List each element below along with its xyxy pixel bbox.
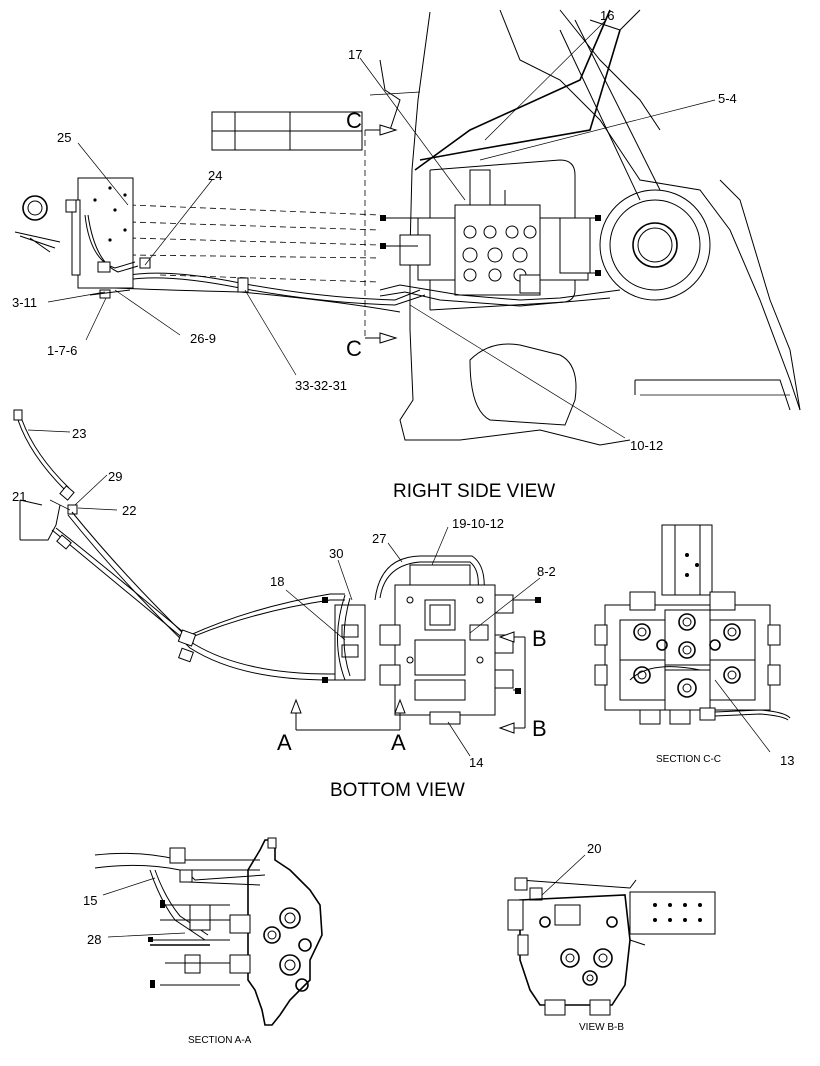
section-aa-cutline: A A — [277, 698, 406, 755]
callout-26-9: 26-9 — [190, 331, 216, 346]
callout-25: 25 — [57, 130, 71, 145]
hose-bundle-right-view — [109, 204, 621, 313]
callout-30: 30 — [329, 546, 343, 561]
callout-28: 28 — [87, 932, 101, 947]
callout-21: 21 — [12, 489, 26, 504]
section-cc: 13 SECTION C-C — [594, 524, 794, 768]
title-section-cc: SECTION C-C — [656, 754, 721, 765]
callout-17: 17 — [348, 47, 362, 62]
title-bottom-view: BOTTOM VIEW — [330, 780, 465, 801]
callout-29: 29 — [108, 469, 122, 484]
title-section-aa: SECTION A-A — [188, 1035, 252, 1046]
bottom-view: A A B B 23 29 21 22 19-10-12 27 30 8-2 — [12, 409, 556, 801]
callout-3-11: 3-11 — [12, 295, 37, 310]
section-letter-b-bottom: B — [532, 716, 547, 741]
section-letter-c-top: C — [346, 108, 362, 133]
title-view-bb: VIEW B-B — [579, 1022, 624, 1033]
callout-18: 18 — [270, 574, 284, 589]
control-valve-bottom-view — [322, 564, 541, 725]
section-cc-cutline: C C — [346, 108, 398, 361]
callout-24: 24 — [208, 168, 222, 183]
callout-1-7-6: 1-7-6 — [47, 343, 77, 358]
callout-19-10-12: 19-10-12 — [452, 516, 504, 531]
callout-20: 20 — [587, 841, 601, 856]
right-side-view: C C 16 17 5-4 25 24 3-11 26-9 1-7-6 33-3… — [12, 8, 801, 502]
section-bb-cutline: B B — [498, 626, 547, 741]
control-valve-right-view — [380, 169, 601, 296]
section-aa: 15 28 SECTION A-A — [83, 837, 323, 1046]
section-letter-a-right: A — [391, 730, 406, 755]
callout-8-2: 8-2 — [537, 564, 556, 579]
callout-27: 27 — [372, 531, 386, 546]
callout-5-4: 5-4 — [718, 91, 737, 106]
callout-22: 22 — [122, 503, 136, 518]
title-right-side-view: RIGHT SIDE VIEW — [393, 481, 555, 502]
callout-13: 13 — [780, 753, 794, 768]
section-letter-c-bottom: C — [346, 336, 362, 361]
callout-23: 23 — [72, 426, 86, 441]
control-panel-left — [14, 177, 139, 299]
callout-15: 15 — [83, 893, 97, 908]
section-letter-b-top: B — [532, 626, 547, 651]
callout-10-12: 10-12 — [630, 438, 663, 453]
callout-14: 14 — [469, 755, 483, 770]
section-letter-a-left: A — [277, 730, 292, 755]
view-bb: 20 VIEW B-B — [507, 841, 716, 1033]
callout-16: 16 — [600, 8, 614, 23]
callout-33-32-31: 33-32-31 — [295, 378, 347, 393]
